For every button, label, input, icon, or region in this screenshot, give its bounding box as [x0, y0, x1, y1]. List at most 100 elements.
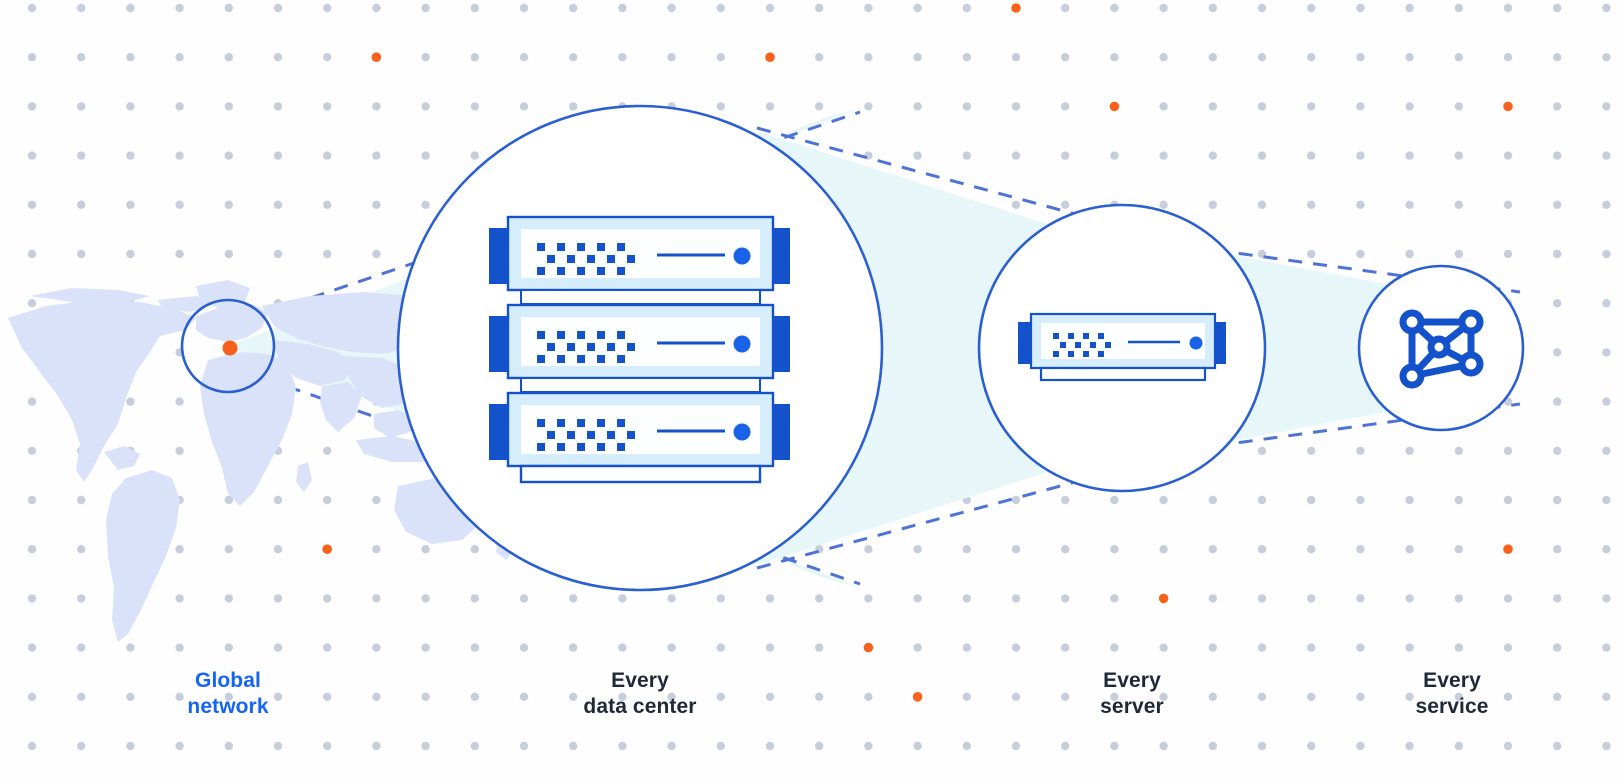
grid-dot: [1257, 643, 1267, 652]
grid-dot: [1405, 594, 1414, 603]
grid-dot: [667, 594, 676, 603]
grid-dot: [372, 102, 381, 111]
grid-dot: [27, 151, 37, 160]
network-node-top-right: [1458, 309, 1484, 335]
grid-dot: [77, 643, 86, 652]
global-network-location-marker[interactable]: [222, 340, 238, 356]
grid-dot: [175, 3, 184, 13]
grid-dot: [1602, 446, 1611, 455]
grid-dot: [27, 3, 37, 13]
grid-dot: [470, 643, 479, 652]
rack-unit-2-side-tab: [489, 316, 511, 372]
grid-dot: [273, 495, 283, 505]
grid-dot: [1602, 200, 1611, 209]
grid-dot: [1553, 249, 1562, 259]
grid-dot: [1405, 741, 1414, 751]
grid-dot: [1553, 741, 1562, 751]
grid-dot: [1602, 643, 1611, 652]
grid-dot: [1602, 692, 1611, 701]
grid-dot: [962, 692, 971, 701]
grid-dot: [864, 102, 873, 111]
rack-unit-1-side-tab: [489, 228, 511, 284]
grid-dot: [1503, 151, 1513, 160]
grid-dot: [1110, 495, 1119, 505]
stage-every-service[interactable]: [1357, 264, 1525, 432]
grid-dot: [1011, 495, 1021, 505]
stage-every-server[interactable]: [977, 203, 1267, 493]
grid-dot: [1257, 53, 1267, 62]
grid-dot: [1503, 53, 1513, 62]
grid-dot: [1208, 102, 1218, 111]
grid-dot: [962, 545, 971, 554]
grid-dot: [667, 692, 676, 701]
grid-dot: [1356, 249, 1365, 259]
grid-dot: [618, 594, 627, 603]
grid-dot: [1307, 151, 1316, 160]
rack-unit-1-led: [733, 247, 751, 265]
grid-dot: [1405, 545, 1414, 554]
grid-dot: [1405, 249, 1414, 259]
grid-dot: [1602, 545, 1611, 554]
grid-dot: [1454, 3, 1464, 13]
grid-dot: [470, 741, 479, 751]
grid-dot: [1553, 594, 1562, 603]
grid-dot: [1307, 495, 1316, 505]
stage-every-data-center[interactable]: [396, 104, 884, 592]
grid-dot: [716, 692, 725, 701]
grid-dot: [815, 692, 824, 701]
grid-dot: [323, 53, 332, 62]
grid-dot: [421, 741, 430, 751]
grid-dot: [224, 741, 233, 751]
rack-unit-2-led: [733, 335, 751, 353]
rack-connector-1: [520, 289, 761, 305]
grid-dot: [667, 3, 676, 13]
grid-dot: [1503, 495, 1513, 505]
grid-dot: [815, 741, 824, 751]
grid-dot: [126, 741, 135, 751]
grid-dot: [126, 249, 135, 259]
network-node-circles: [1399, 309, 1484, 389]
rack-unit-2: [489, 303, 790, 380]
grid-dot: [1454, 249, 1464, 259]
grid-dot-accent: [371, 52, 382, 62]
grid-dot: [1356, 594, 1365, 603]
grid-dot: [77, 53, 86, 62]
grid-dot: [273, 151, 283, 160]
grid-dot: [126, 397, 135, 406]
grid-dot: [1553, 643, 1562, 652]
grid-dot: [175, 200, 184, 209]
grid-dot-accent: [1011, 3, 1021, 13]
grid-dot: [421, 643, 430, 652]
grid-dot-accent: [1158, 593, 1169, 604]
grid-dot: [519, 3, 529, 13]
grid-dot: [1061, 495, 1070, 505]
grid-dot: [77, 249, 86, 259]
grid-dot: [323, 249, 332, 259]
grid-dot: [1257, 151, 1267, 160]
grid-dot: [372, 249, 381, 259]
grid-dot: [421, 151, 430, 160]
grid-dot: [1602, 397, 1611, 406]
grid-dot: [1454, 151, 1464, 160]
grid-dot: [1454, 53, 1464, 62]
grid-dot: [77, 102, 86, 111]
grid-dot: [323, 151, 332, 160]
grid-dot: [1011, 692, 1021, 701]
grid-dot: [1208, 53, 1218, 62]
grid-dot: [1257, 495, 1267, 505]
grid-dot: [421, 102, 430, 111]
grid-dot: [273, 545, 283, 554]
grid-dot: [1061, 741, 1070, 751]
grid-dot: [372, 594, 381, 603]
grid-dot: [323, 692, 332, 701]
grid-dot: [126, 643, 135, 652]
grid-dot: [1553, 692, 1562, 701]
grid-dot: [1356, 545, 1365, 554]
grid-dot: [1405, 200, 1414, 209]
grid-dot: [1159, 53, 1168, 62]
grid-dot: [1356, 643, 1365, 652]
grid-dot: [1208, 741, 1218, 751]
global-network-highlight-circle[interactable]: [180, 298, 276, 394]
grid-dot: [716, 53, 725, 62]
grid-dot: [1405, 495, 1414, 505]
